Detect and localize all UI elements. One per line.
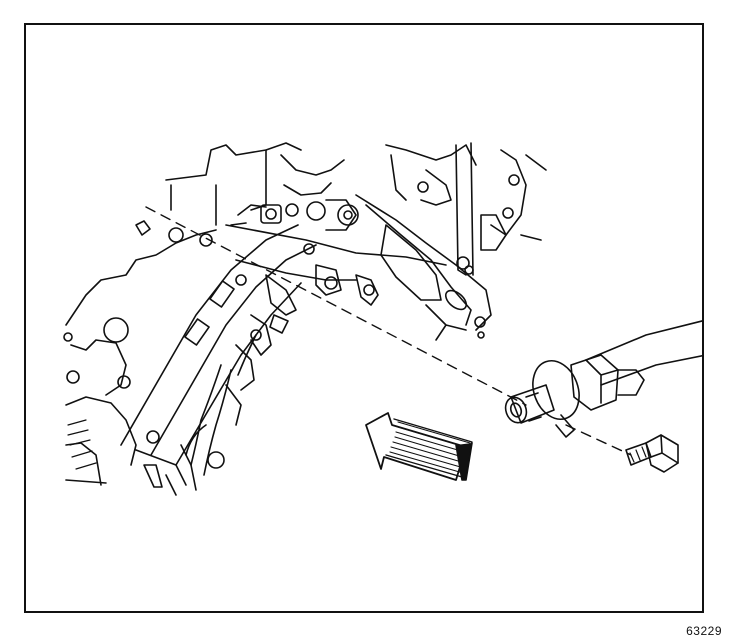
fitting-icon (504, 320, 702, 438)
arrow-icon (365, 412, 473, 481)
alignment-lines (145, 206, 632, 456)
engine-diagram (63, 142, 702, 496)
engine-block-icon (63, 142, 547, 496)
figure-number: 63229 (686, 624, 722, 638)
illustration-frame (24, 23, 704, 613)
bolt-icon (625, 434, 679, 473)
